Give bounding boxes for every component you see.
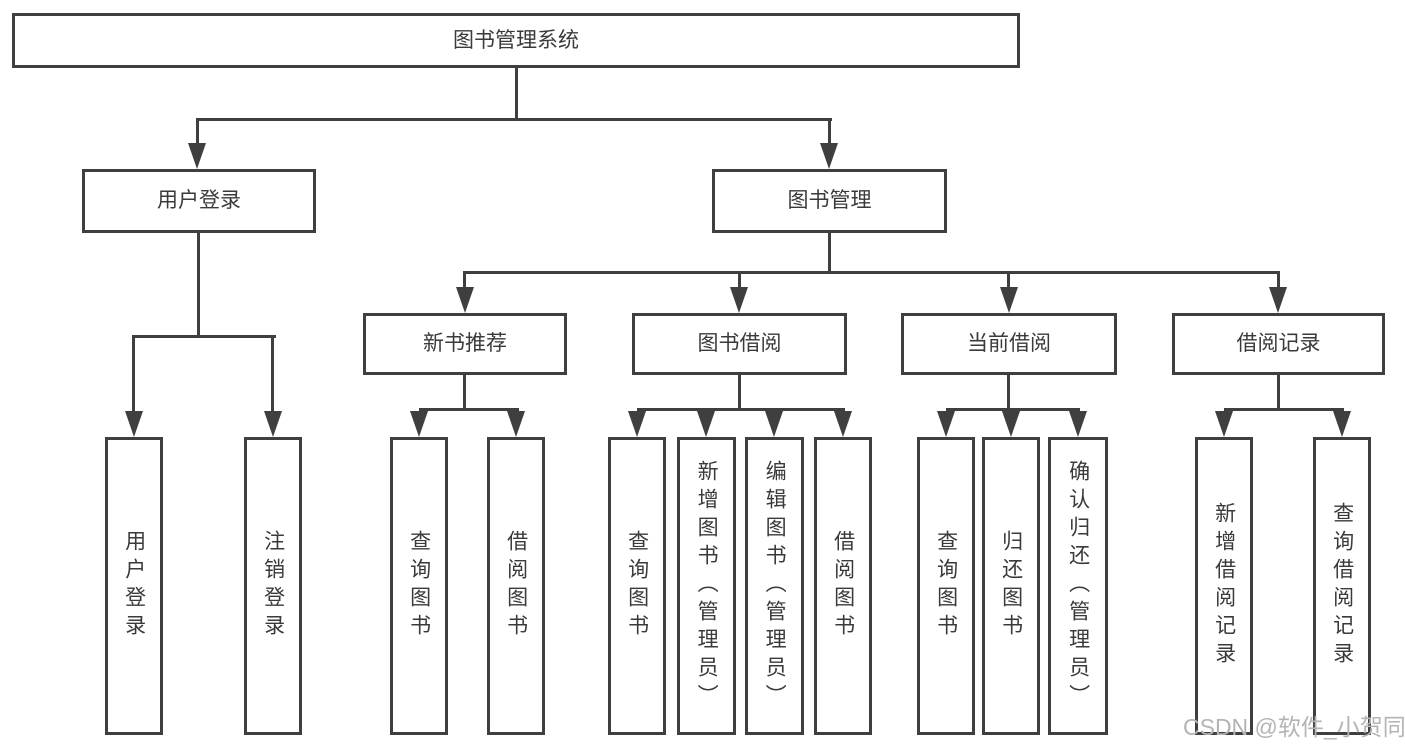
connector-new-books-stem bbox=[463, 375, 466, 411]
arrowhead-icon bbox=[188, 143, 206, 169]
node-label: 新书推荐 bbox=[423, 332, 507, 356]
arrowhead-icon bbox=[697, 411, 715, 437]
node-label: 图书管理 bbox=[787, 189, 872, 213]
arrowhead-icon bbox=[765, 411, 783, 437]
node-label: 图书管理系统 bbox=[453, 28, 579, 52]
node-label: 借阅记录 bbox=[1236, 332, 1321, 356]
arrowhead-icon bbox=[1269, 287, 1287, 313]
node-label: 图书借阅 bbox=[697, 332, 782, 356]
leaf-label: 注销登录 bbox=[261, 530, 285, 642]
leaf-bb-edit-books-admin: 编辑图书（管理员） bbox=[745, 437, 804, 735]
node-book-management: 图书管理 bbox=[712, 169, 947, 233]
connector-new-books-bar bbox=[419, 408, 519, 411]
node-label: 当前借阅 bbox=[967, 332, 1051, 356]
leaf-bb-query-books: 查询图书 bbox=[608, 437, 666, 735]
node-borrowing-records: 借阅记录 bbox=[1172, 313, 1385, 375]
node-label: 用户登录 bbox=[157, 189, 241, 213]
connector-current-borrow-bar bbox=[946, 408, 1080, 411]
leaf-label: 新增图书（管理员） bbox=[695, 460, 719, 712]
node-user-login: 用户登录 bbox=[82, 169, 316, 233]
leaf-label: 确认归还（管理员） bbox=[1066, 460, 1090, 712]
node-new-book-recommend: 新书推荐 bbox=[363, 313, 567, 375]
watermark: CSDN @软件_小贺同学 bbox=[1183, 714, 1405, 740]
connector-user-login-bar bbox=[134, 335, 276, 338]
connector-drop bbox=[271, 335, 274, 413]
leaf-logout: 注销登录 bbox=[244, 437, 302, 735]
arrowhead-icon bbox=[1000, 287, 1018, 313]
leaf-user-login: 用户登录 bbox=[105, 437, 163, 735]
leaf-br-query-record: 查询借阅记录 bbox=[1313, 437, 1371, 735]
leaf-bb-borrow-books: 借阅图书 bbox=[814, 437, 872, 735]
arrowhead-icon bbox=[820, 143, 838, 169]
arrowhead-icon bbox=[1002, 411, 1020, 437]
leaf-cb-confirm-return-admin: 确认归还（管理员） bbox=[1048, 437, 1108, 735]
leaf-label: 查询图书 bbox=[407, 530, 431, 642]
connector-drop bbox=[1007, 271, 1010, 289]
node-library-system: 图书管理系统 bbox=[12, 13, 1020, 68]
leaf-label: 借阅图书 bbox=[831, 530, 855, 642]
arrowhead-icon bbox=[456, 287, 474, 313]
connector-root-stem bbox=[515, 68, 518, 120]
arrowhead-icon bbox=[1333, 411, 1351, 437]
leaf-label: 归还图书 bbox=[999, 530, 1023, 642]
leaf-label: 查询借阅记录 bbox=[1330, 502, 1354, 670]
node-current-borrowing: 当前借阅 bbox=[901, 313, 1117, 375]
leaf-label: 借阅图书 bbox=[504, 530, 528, 642]
leaf-cb-return-books: 归还图书 bbox=[982, 437, 1040, 735]
arrowhead-icon bbox=[1215, 411, 1233, 437]
arrowhead-icon bbox=[834, 411, 852, 437]
connector-drop bbox=[828, 118, 831, 146]
leaf-label: 编辑图书（管理员） bbox=[763, 460, 787, 712]
connector-current-borrow-stem bbox=[1007, 375, 1010, 411]
arrowhead-icon bbox=[730, 287, 748, 313]
arrowhead-icon bbox=[507, 411, 525, 437]
leaf-bb-add-books-admin: 新增图书（管理员） bbox=[677, 437, 736, 735]
arrowhead-icon bbox=[264, 411, 282, 437]
arrowhead-icon bbox=[937, 411, 955, 437]
connector-drop bbox=[463, 271, 466, 289]
arrowhead-icon bbox=[125, 411, 143, 437]
leaf-label: 查询图书 bbox=[625, 530, 649, 642]
leaf-nb-query-books: 查询图书 bbox=[390, 437, 448, 735]
connector-drop bbox=[132, 335, 135, 413]
connector-drop bbox=[738, 271, 741, 289]
connector-borrow-records-stem bbox=[1277, 375, 1280, 411]
arrowhead-icon bbox=[1069, 411, 1087, 437]
leaf-label: 查询图书 bbox=[934, 530, 958, 642]
arrowhead-icon bbox=[628, 411, 646, 437]
leaf-label: 用户登录 bbox=[122, 530, 146, 642]
connector-book-borrow-stem bbox=[738, 375, 741, 411]
arrowhead-icon bbox=[410, 411, 428, 437]
connector-drop bbox=[1277, 271, 1280, 289]
leaf-cb-query-books: 查询图书 bbox=[917, 437, 975, 735]
connector-book-mgmt-bar bbox=[464, 271, 1280, 274]
leaf-label: 新增借阅记录 bbox=[1212, 502, 1236, 670]
connector-user-login-stem bbox=[197, 233, 200, 338]
leaf-nb-borrow-books: 借阅图书 bbox=[487, 437, 545, 735]
connector-borrow-records-bar bbox=[1224, 408, 1344, 411]
connector-book-mgmt-stem bbox=[828, 233, 831, 274]
connector-drop bbox=[196, 118, 199, 146]
connector-root-bar bbox=[196, 118, 832, 121]
node-book-borrowing: 图书借阅 bbox=[632, 313, 847, 375]
connector-book-borrow-bar bbox=[637, 408, 845, 411]
leaf-br-add-record: 新增借阅记录 bbox=[1195, 437, 1253, 735]
